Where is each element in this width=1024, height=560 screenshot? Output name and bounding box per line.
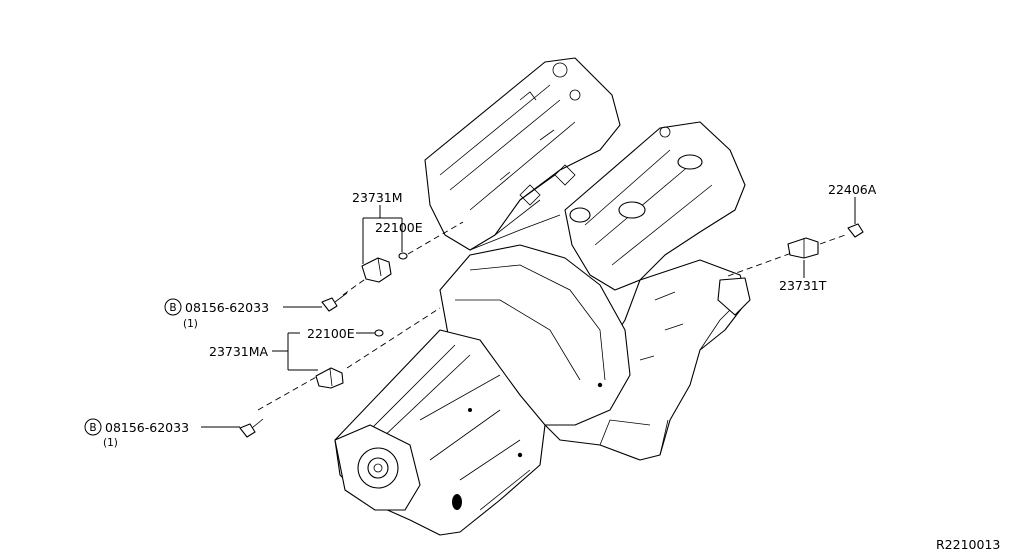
sensor-23731ma-part: [315, 367, 344, 389]
label-bolt-top-qty: (1): [183, 318, 198, 330]
label-22100e-mid: 22100E: [307, 326, 355, 341]
bolt-top-callout: B 08156-62033 (1): [164, 298, 269, 330]
engine-transmission-illustration: [334, 57, 751, 536]
label-23731t: 23731T: [779, 278, 827, 293]
oring-22100e-mid-part: [374, 329, 384, 337]
bolt-top-part: [321, 292, 348, 312]
label-bolt-bottom: 08156-62033: [105, 420, 189, 435]
reference-code: R2210013: [936, 537, 1000, 552]
label-22100e-top: 22100E: [375, 220, 423, 235]
bolt-bottom-marker: B: [89, 422, 96, 434]
label-bolt-top: 08156-62033: [185, 300, 269, 315]
bolt-top-marker: B: [169, 302, 176, 314]
label-22406a: 22406A: [828, 182, 877, 197]
label-bolt-bottom-qty: (1): [103, 437, 118, 449]
oring-22100e-top-part: [398, 252, 408, 260]
leader-lines: [201, 197, 856, 428]
bolt-bottom-callout: B 08156-62033 (1): [84, 418, 189, 449]
bolt-22406a-part: [847, 223, 864, 238]
sensor-23731t-part: [787, 237, 819, 259]
sensor-23731m-part: [361, 257, 392, 283]
label-23731ma: 23731MA: [209, 344, 269, 359]
label-23731m: 23731M: [352, 190, 403, 205]
bolt-bottom-part: [239, 418, 264, 438]
